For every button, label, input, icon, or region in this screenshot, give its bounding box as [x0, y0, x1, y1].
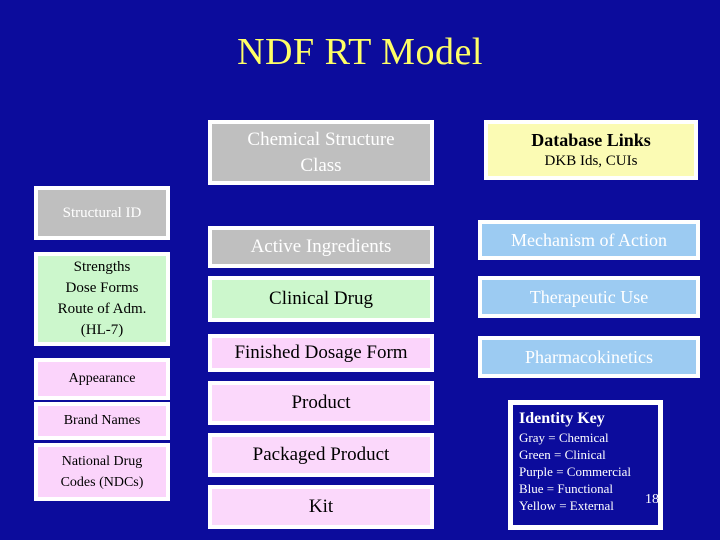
node-structural-id[interactable]: Structural ID — [34, 186, 170, 240]
node-label: Appearance — [68, 371, 136, 386]
identity-key-legend: Identity Key Gray = Chemical Green = Cli… — [508, 400, 663, 530]
node-label: Clinical Drug — [269, 288, 373, 309]
node-label-line-4: (HL-7) — [80, 322, 124, 338]
node-therapeutic-use[interactable]: Therapeutic Use — [478, 276, 700, 318]
node-database-links[interactable]: Database Links DKB Ids, CUIs — [484, 120, 698, 180]
node-label: Brand Names — [63, 413, 141, 428]
node-label: Kit — [308, 496, 334, 517]
node-strengths-dose-forms[interactable]: Strengths Dose Forms Route of Adm. (HL-7… — [34, 252, 170, 346]
node-pharmacokinetics[interactable]: Pharmacokinetics — [478, 336, 700, 378]
node-label-line-1: Strengths — [73, 259, 131, 275]
node-label: Pharmacokinetics — [525, 346, 653, 367]
slide-number: 18 — [645, 492, 659, 507]
node-national-drug-codes[interactable]: National Drug Codes (NDCs) — [34, 443, 170, 501]
node-clinical-drug[interactable]: Clinical Drug — [208, 276, 434, 322]
node-label: Finished Dosage Form — [234, 342, 408, 363]
node-label: Product — [291, 392, 351, 413]
node-sublabel: DKB Ids, CUIs — [544, 153, 638, 169]
page-title: NDF RT Model — [237, 31, 483, 73]
legend-row-yellow: Yellow = External — [519, 498, 614, 513]
legend-row-purple: Purple = Commercial — [519, 464, 632, 479]
node-label-line-3: Route of Adm. — [57, 301, 147, 317]
legend-row-green: Green = Clinical — [519, 447, 606, 462]
node-label-line-1: Chemical Structure — [247, 128, 395, 150]
node-kit[interactable]: Kit — [208, 485, 434, 529]
legend-row-gray: Gray = Chemical — [519, 430, 609, 445]
node-label: Active Ingredients — [250, 236, 392, 257]
node-brand-names[interactable]: Brand Names — [34, 402, 170, 440]
node-chemical-structure-class[interactable]: Chemical Structure Class — [208, 120, 434, 185]
node-label: Structural ID — [62, 204, 142, 221]
node-packaged-product[interactable]: Packaged Product — [208, 433, 434, 477]
legend-title: Identity Key — [519, 410, 605, 427]
node-label: Packaged Product — [252, 444, 390, 465]
node-appearance[interactable]: Appearance — [34, 358, 170, 400]
node-label-line-2: Dose Forms — [65, 280, 139, 296]
node-label: Therapeutic Use — [529, 286, 649, 307]
node-product[interactable]: Product — [208, 381, 434, 425]
node-mechanism-of-action[interactable]: Mechanism of Action — [478, 220, 700, 260]
node-label-line-1: National Drug — [61, 454, 143, 469]
node-active-ingredients[interactable]: Active Ingredients — [208, 226, 434, 268]
node-label-line-2: Codes (NDCs) — [60, 475, 144, 490]
node-label: Database Links — [531, 130, 651, 150]
legend-row-blue: Blue = Functional — [519, 481, 613, 496]
node-label: Mechanism of Action — [511, 229, 667, 250]
node-label-line-2: Class — [300, 154, 342, 176]
node-finished-dosage-form[interactable]: Finished Dosage Form — [208, 334, 434, 372]
